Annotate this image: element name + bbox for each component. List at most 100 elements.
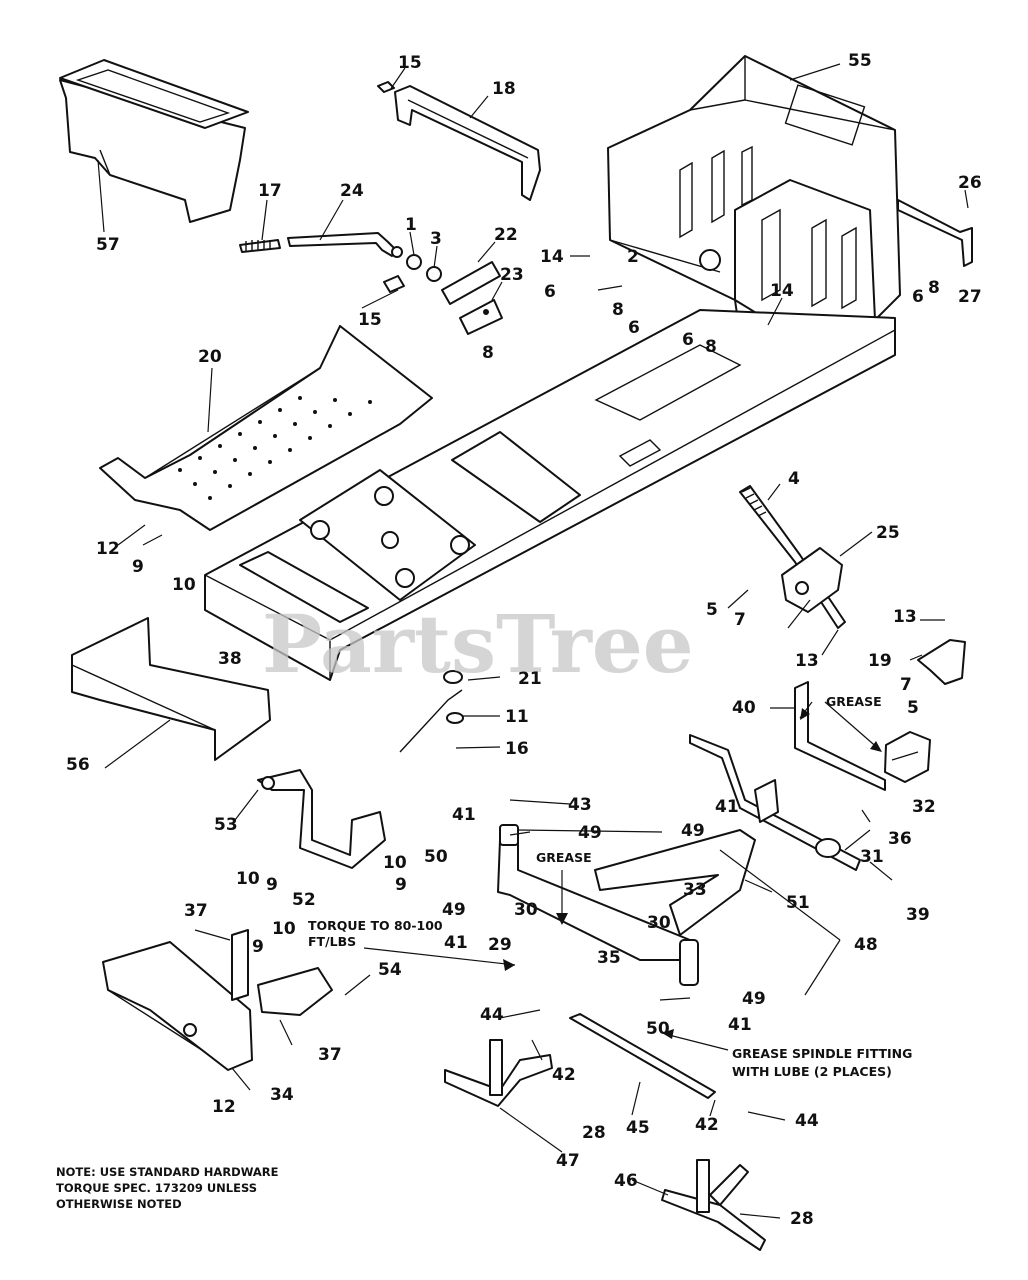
part-label: 13 [795,651,819,671]
part-label: 15 [398,53,422,73]
part-label: 8 [612,300,624,320]
part-label: 10 [172,575,196,595]
part-label: 3 [430,229,442,249]
rod-21 [399,670,464,753]
part-label: 44 [480,1005,504,1025]
part-label: 50 [646,1019,670,1039]
part-label: 55 [848,51,872,71]
front-shield-56 [71,617,271,761]
rod-39 [689,734,861,871]
part-label: 24 [340,181,364,201]
part-label: 8 [482,343,494,363]
part-label: 11 [505,707,529,727]
part-label: 16 [505,739,529,759]
part-label: 53 [214,815,238,835]
part-label: 8 [705,337,717,357]
part-label: 38 [218,649,242,669]
storage-tray-57 [59,59,249,223]
bracket-19 [917,639,966,685]
part-label: 34 [270,1085,294,1105]
torque-callout-line2: FT/LBS [308,934,356,949]
part-label: 56 [66,755,90,775]
part-label: 43 [568,795,592,815]
part-label: 25 [876,523,900,543]
spindle-46 [661,1159,766,1251]
part-labels: 15 18 55 57 17 24 1 3 22 23 15 14 2 8 6 … [66,51,982,1229]
footrest-20 [99,325,433,531]
note-line: TORQUE SPEC. 173209 UNLESS [56,1181,257,1195]
part-label: 8 [928,278,940,298]
part-label: 5 [706,600,718,620]
part-label: 39 [906,905,930,925]
part-label: 57 [96,235,120,255]
part-label: 14 [540,247,564,267]
rear-housing-55 [607,55,901,353]
part-label: 21 [518,669,542,689]
part-label: 18 [492,79,516,99]
part-label: 42 [552,1065,576,1085]
part-label: 5 [907,698,919,718]
part-label: 19 [868,651,892,671]
part-label: 36 [888,829,912,849]
part-label: 49 [442,900,466,920]
part-label: 41 [728,1015,752,1035]
part-label: 49 [681,821,705,841]
bracket-bar-18 [377,81,541,201]
part-label: 23 [500,265,524,285]
part-label: 9 [395,875,407,895]
part-label: 2 [627,247,639,267]
part-label: 4 [788,469,800,489]
part-label: 30 [514,900,538,920]
part-label: 7 [734,610,746,630]
weight-34 [102,941,253,1071]
part-label: 9 [266,875,278,895]
part-label: 46 [614,1171,638,1191]
part-label: 28 [790,1209,814,1229]
watermark-text: PartsTree [262,597,694,691]
part-label: 52 [292,890,316,910]
part-label: 9 [132,557,144,577]
part-label: 47 [556,1151,580,1171]
part-label: 50 [424,847,448,867]
callout-arrows [363,701,882,1051]
lift-rod-24 [239,232,403,258]
part-label: 9 [252,937,264,957]
callout-texts: GREASE GREASE TORQUE TO 80-100 FT/LBS GR… [308,694,912,1079]
part-label: 44 [795,1111,819,1131]
spindle-callout-line1: GREASE SPINDLE FITTING [732,1046,912,1061]
part-label: 15 [358,310,382,330]
part-label: 30 [647,913,671,933]
part-label: 14 [770,281,794,301]
part-label: 54 [378,960,402,980]
part-label: 26 [958,173,982,193]
note-line: NOTE: USE STANDARD HARDWARE [56,1165,279,1179]
part-label: 6 [544,282,556,302]
part-label: 41 [452,805,476,825]
part-label: 27 [958,287,982,307]
grease-callout-top: GREASE [826,694,882,709]
part-label: 10 [383,853,407,873]
grease-callout-mid: GREASE [536,850,592,865]
part-label: 10 [272,919,296,939]
part-label: 37 [318,1045,342,1065]
part-label: 6 [628,318,640,338]
part-label: 29 [488,935,512,955]
bracket-40 [794,681,931,791]
bracket-27 [897,199,973,267]
hardware-note: NOTE: USE STANDARD HARDWARE TORQUE SPEC.… [56,1165,279,1211]
part-label: 32 [912,797,936,817]
part-label: 48 [854,935,878,955]
bracket-53 [257,769,386,869]
part-label: 12 [212,1097,236,1117]
torque-callout-line1: TORQUE TO 80-100 [308,918,443,933]
part-label: 6 [912,287,924,307]
part-label: 20 [198,347,222,367]
leader-lines [97,63,969,1219]
part-label: 35 [597,948,621,968]
part-label: 42 [695,1115,719,1135]
part-label: 37 [184,901,208,921]
lever-4-25 [739,485,846,629]
part-label: 13 [893,607,917,627]
note-line: OTHERWISE NOTED [56,1197,182,1211]
part-label: 41 [444,933,468,953]
